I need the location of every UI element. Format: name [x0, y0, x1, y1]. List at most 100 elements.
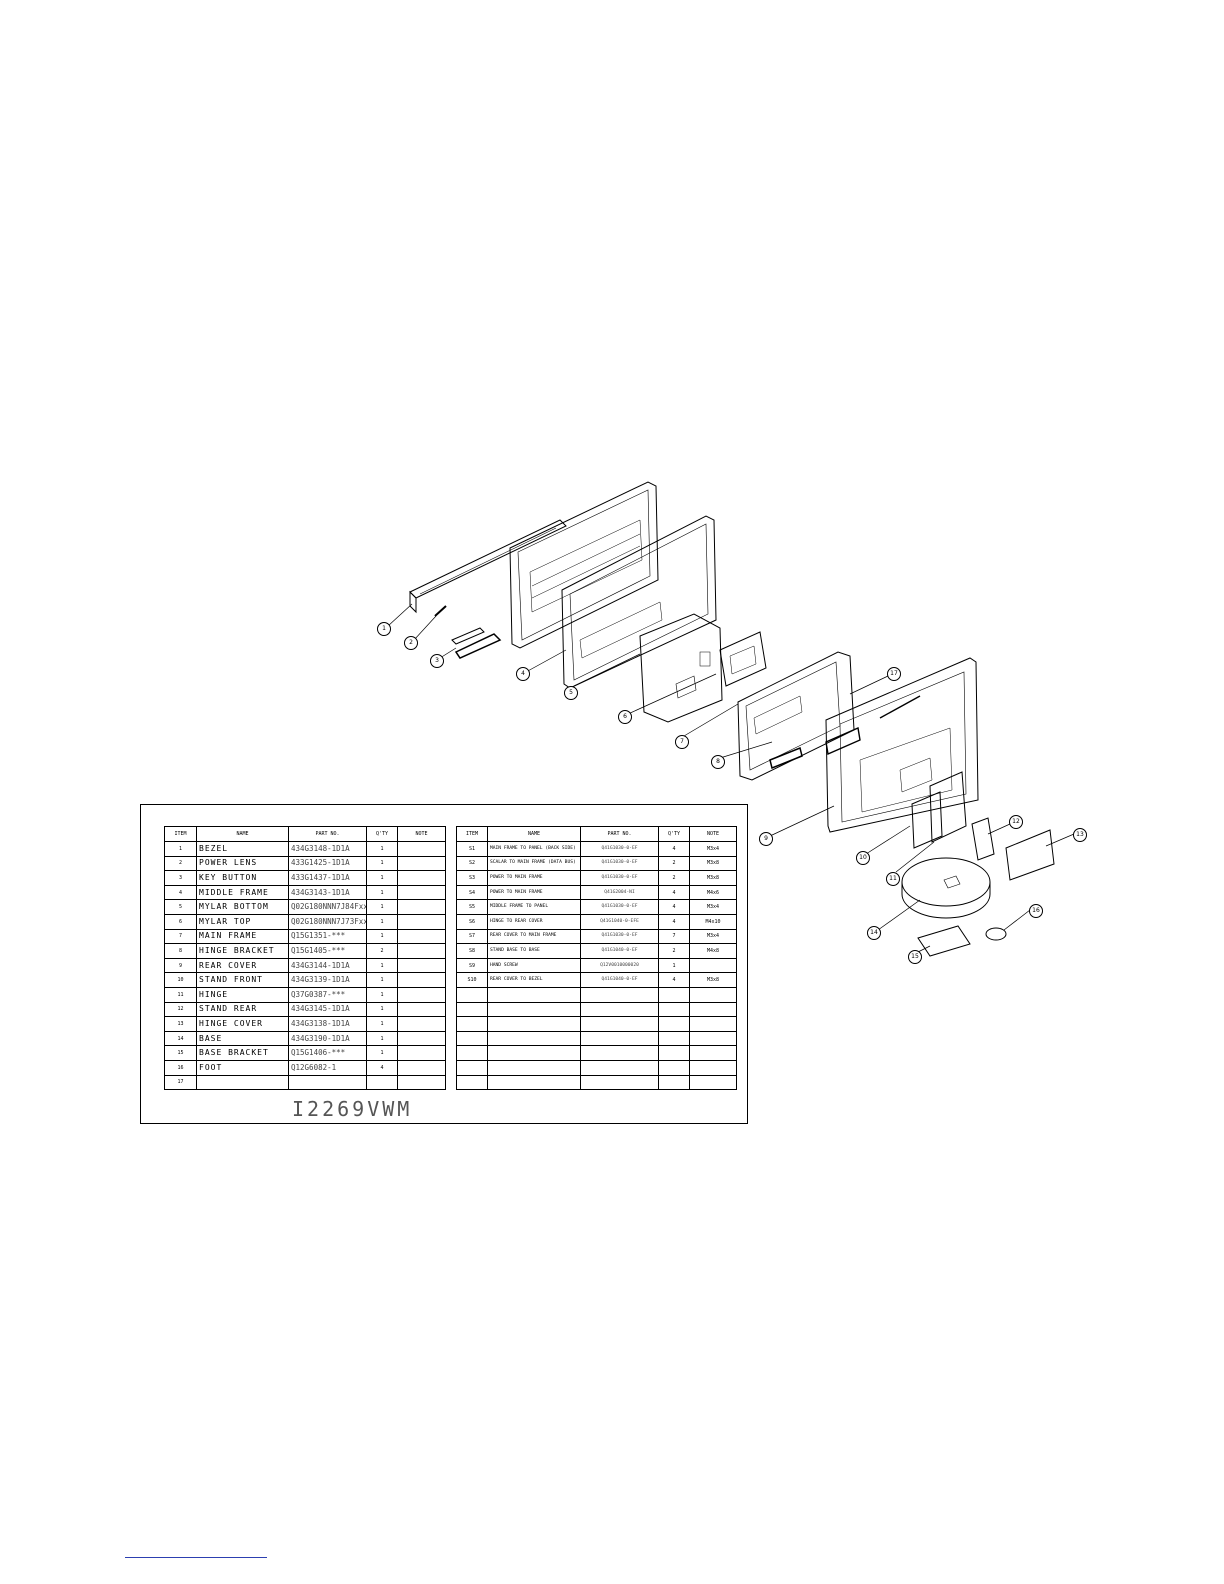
cell-item: S7 [456, 928, 488, 945]
cell-part: Q41G1040-0-EF [580, 972, 659, 988]
cell-note: M3x4 [689, 899, 737, 915]
stand-rear-part [971, 817, 995, 861]
header-part-no: PART NO. [580, 826, 659, 842]
cell-qty: 1 [366, 1045, 398, 1061]
cell-note [397, 1001, 446, 1018]
cell-note [397, 1059, 446, 1076]
cell-qty: 4 [658, 899, 690, 915]
cell-part: Q15G1406-*** [288, 1045, 367, 1061]
cell-qty: 1 [366, 928, 398, 945]
cell-qty: 1 [366, 855, 398, 872]
cell-item: 8 [164, 943, 197, 959]
cell-part: Q41G1040-0-EF [580, 943, 659, 959]
cell-qty [366, 1074, 398, 1091]
base-part [901, 857, 991, 919]
cell-note [397, 884, 446, 901]
cell-item: 4 [164, 884, 197, 901]
header-name: NAME [196, 826, 289, 842]
cell-note [397, 1074, 446, 1091]
cell-item: S3 [456, 870, 488, 886]
cell-qty [658, 1001, 690, 1018]
cell-note [689, 1030, 737, 1047]
cell-note: M3x8 [689, 855, 737, 872]
cell-part: Q41G1040-0-EFE [580, 913, 659, 930]
cell-note [689, 1045, 737, 1061]
cell-note: M4x8 [689, 943, 737, 959]
cell-note: M3x4 [689, 928, 737, 945]
header-qty: Q'TY [658, 826, 690, 842]
callout-16: 16 [1029, 904, 1043, 918]
cell-qty [658, 1016, 690, 1032]
callout-15: 15 [908, 950, 922, 964]
cell-part: 434G3145-1D1A [288, 1001, 367, 1018]
cell-name: STAND BASE TO BASE [487, 943, 581, 959]
cell-note [689, 957, 737, 974]
bom-frame [140, 804, 748, 1124]
cell-item: S4 [456, 884, 488, 901]
header-item: ITEM [164, 826, 197, 842]
cell-qty: 7 [658, 928, 690, 945]
cell-part [580, 1001, 659, 1018]
cell-name: MYLAR TOP [196, 913, 289, 930]
page-link-underline[interactable] [125, 1557, 267, 1558]
cell-note [689, 986, 737, 1003]
callout-2: 2 [404, 636, 418, 650]
cell-part: 434G3143-1D1A [288, 884, 367, 901]
cell-note [397, 986, 446, 1003]
cell-part: Q41G1030-0-EF [580, 841, 659, 857]
cell-part: Q41G2004-NI [580, 884, 659, 901]
cell-qty: 1 [366, 841, 398, 857]
cell-item: 5 [164, 899, 197, 915]
cell-item: 2 [164, 855, 197, 872]
cell-note [397, 855, 446, 872]
cell-item [456, 1074, 488, 1091]
header-item: ITEM [456, 826, 488, 842]
cell-name: POWER TO MAIN FRAME [487, 884, 581, 901]
cell-item: 10 [164, 972, 197, 988]
cell-qty: 4 [658, 913, 690, 930]
cell-name: REAR COVER TO MAIN FRAME [487, 928, 581, 945]
cell-name: MAIN FRAME TO PANEL (BACK SIDE) [487, 841, 581, 857]
cell-item: 15 [164, 1045, 197, 1061]
cell-note [397, 899, 446, 915]
callout-3: 3 [430, 654, 444, 668]
cell-part [580, 986, 659, 1003]
cell-qty: 1 [366, 870, 398, 886]
cell-qty: 1 [366, 986, 398, 1003]
cell-note: M3x4 [689, 841, 737, 857]
cell-name: HAND SCREW [487, 957, 581, 974]
cell-qty [658, 986, 690, 1003]
cell-item: S8 [456, 943, 488, 959]
header-name: NAME [487, 826, 581, 842]
cell-qty: 1 [366, 1016, 398, 1032]
table-row [456, 1016, 737, 1032]
cell-qty: 2 [658, 855, 690, 872]
main-frame-part [737, 651, 861, 781]
cell-qty: 1 [366, 1001, 398, 1018]
model-number: I2269VWM [292, 1097, 413, 1121]
cell-name: KEY BUTTON [196, 870, 289, 886]
callout-17: 17 [887, 667, 901, 681]
header-qty: Q'TY [366, 826, 398, 842]
cell-note: M3x8 [689, 972, 737, 988]
cell-qty [658, 1059, 690, 1076]
cell-qty [658, 1045, 690, 1061]
cell-note [397, 870, 446, 886]
header-note: NOTE [689, 826, 737, 842]
cell-qty: 4 [658, 972, 690, 988]
cell-name [487, 986, 581, 1003]
cell-part: Q41G1030-0-EF [580, 855, 659, 872]
cell-qty: 1 [658, 957, 690, 974]
cell-item: 7 [164, 928, 197, 945]
cell-part: Q15G1405-*** [288, 943, 367, 959]
